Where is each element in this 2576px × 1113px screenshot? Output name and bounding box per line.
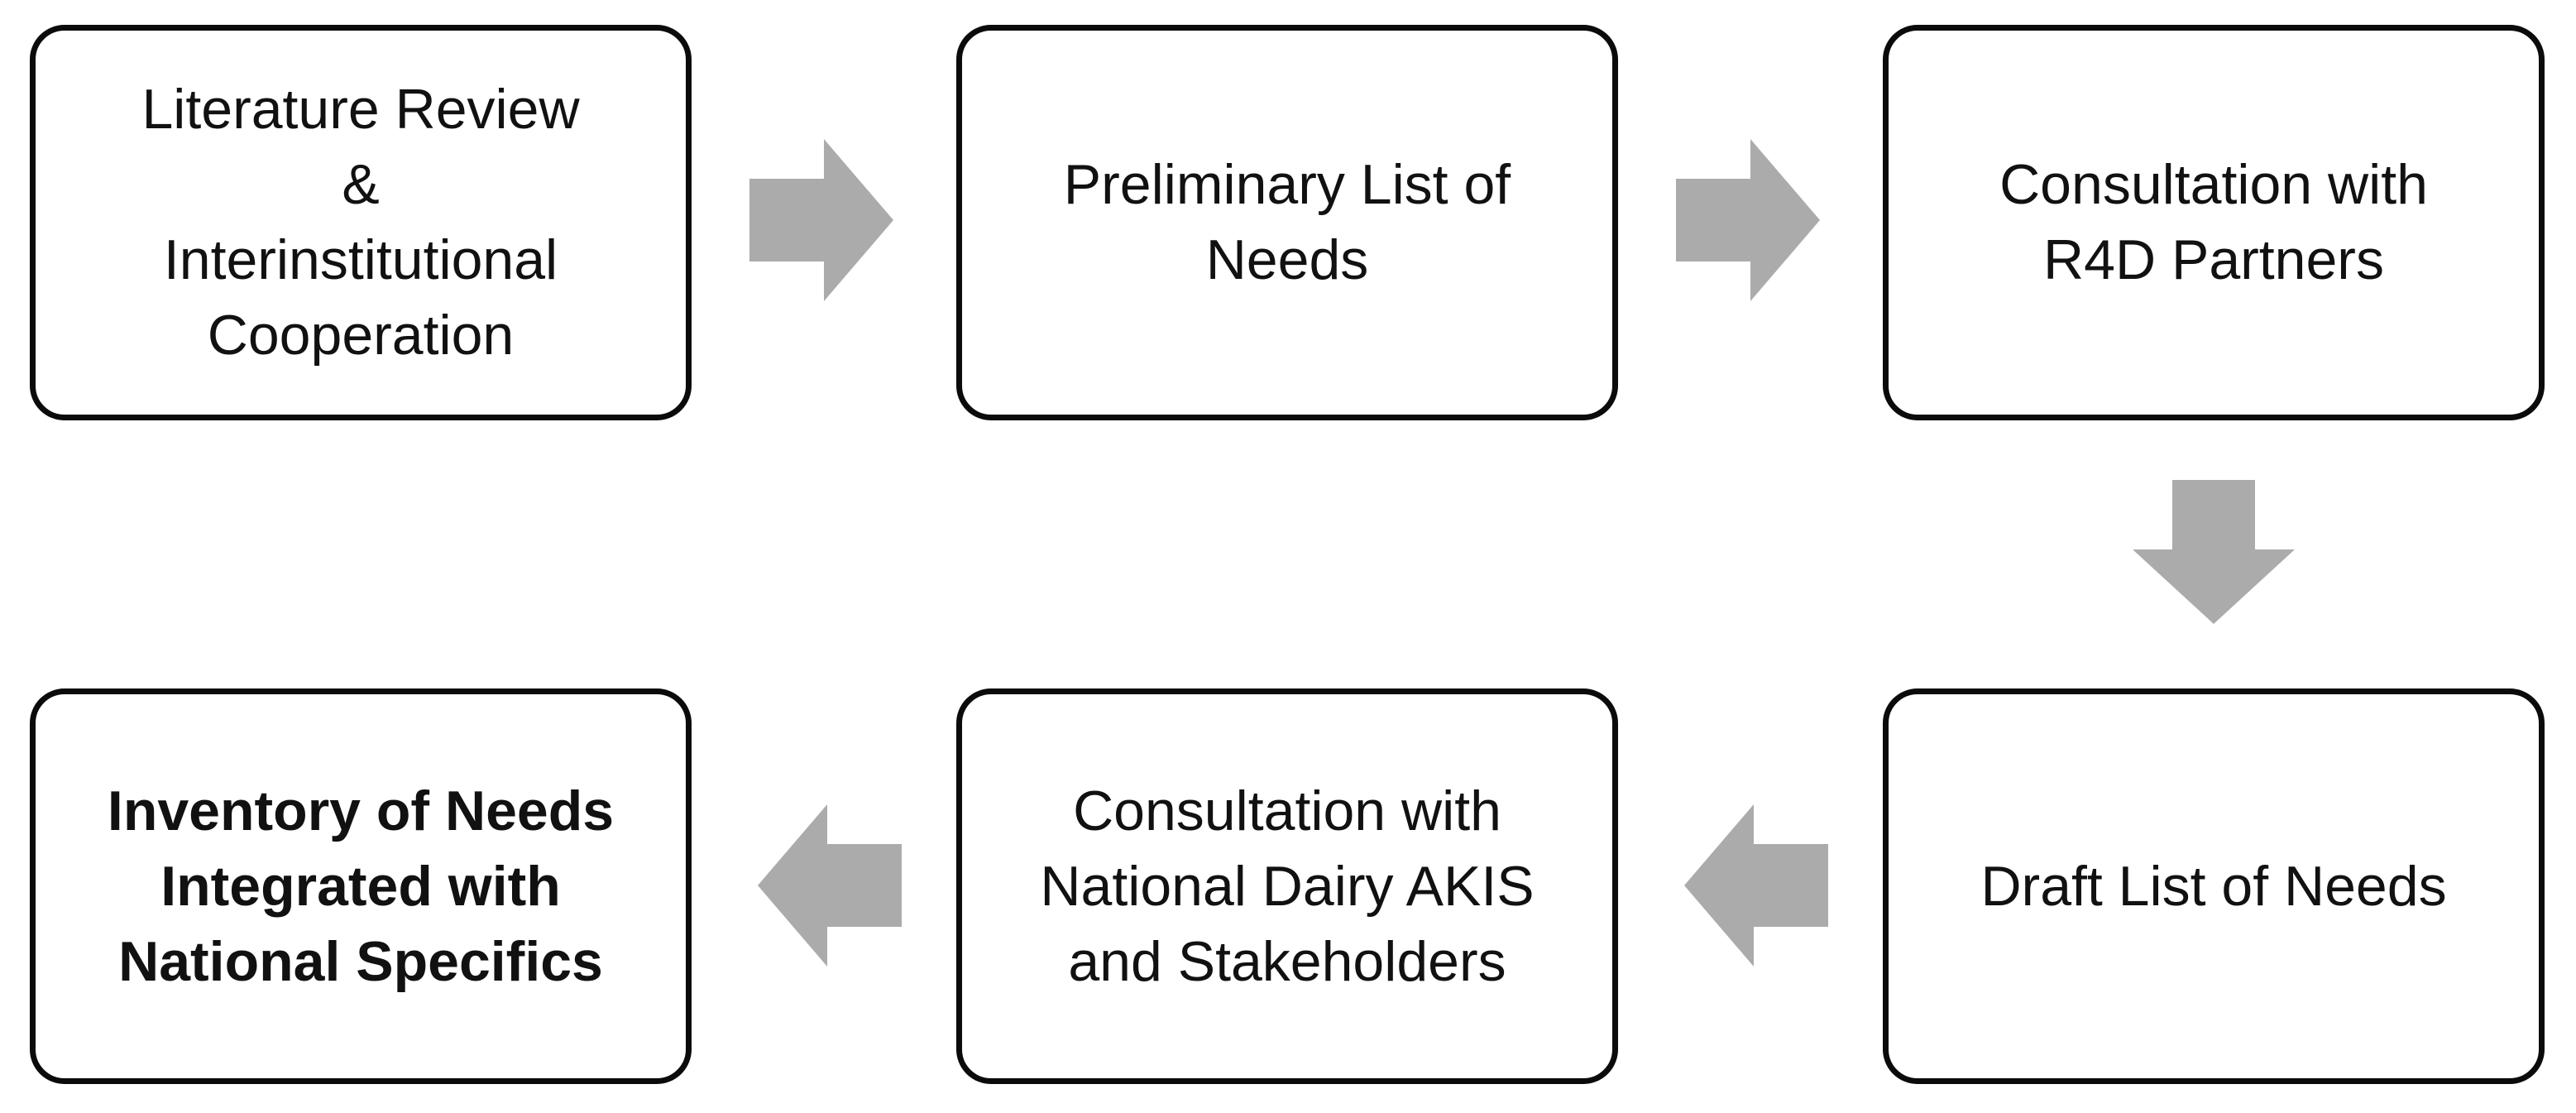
step-text-line: Needs	[1205, 228, 1369, 291]
step-text-line: National Dairy AKIS	[1040, 854, 1535, 918]
step-text-line: National Specifics	[118, 929, 603, 993]
step-box-consultation-akis: Consultation with National Dairy AKIS an…	[956, 688, 1618, 1084]
step-box-draft-list: Draft List of Needs	[1883, 688, 2545, 1084]
arrow-right-icon	[1676, 139, 1820, 301]
step-text-line: Inventory of Needs	[107, 779, 615, 842]
step-text-line: Preliminary List of	[1063, 153, 1511, 216]
arrow-left-icon	[1684, 804, 1828, 967]
step-box-consultation-r4d: Consultation with R4D Partners	[1883, 25, 2545, 420]
step-text-line: Literature Review	[141, 78, 580, 141]
step-text-line: Cooperation	[207, 304, 515, 367]
step-text-line: Interinstitutional	[163, 228, 558, 291]
step-box-inventory-of-needs: Inventory of Needs Integrated with Natio…	[30, 688, 692, 1084]
step-text-line: Consultation with	[1999, 153, 2428, 216]
step-text-line: Consultation with	[1073, 779, 1501, 842]
step-box-literature-review: Literature Review & Interinstitutional C…	[30, 25, 692, 420]
step-text-line: and Stakeholders	[1068, 929, 1506, 993]
arrow-down-icon	[2133, 480, 2295, 624]
step-box-preliminary-list: Preliminary List of Needs	[956, 25, 1618, 420]
step-text-line: Integrated with	[160, 854, 561, 918]
arrow-right-icon	[749, 139, 893, 301]
step-text-line: &	[342, 153, 380, 216]
arrow-left-icon	[758, 804, 902, 967]
step-text-line: Draft List of Needs	[1980, 854, 2447, 918]
step-text-line: R4D Partners	[2043, 228, 2384, 291]
